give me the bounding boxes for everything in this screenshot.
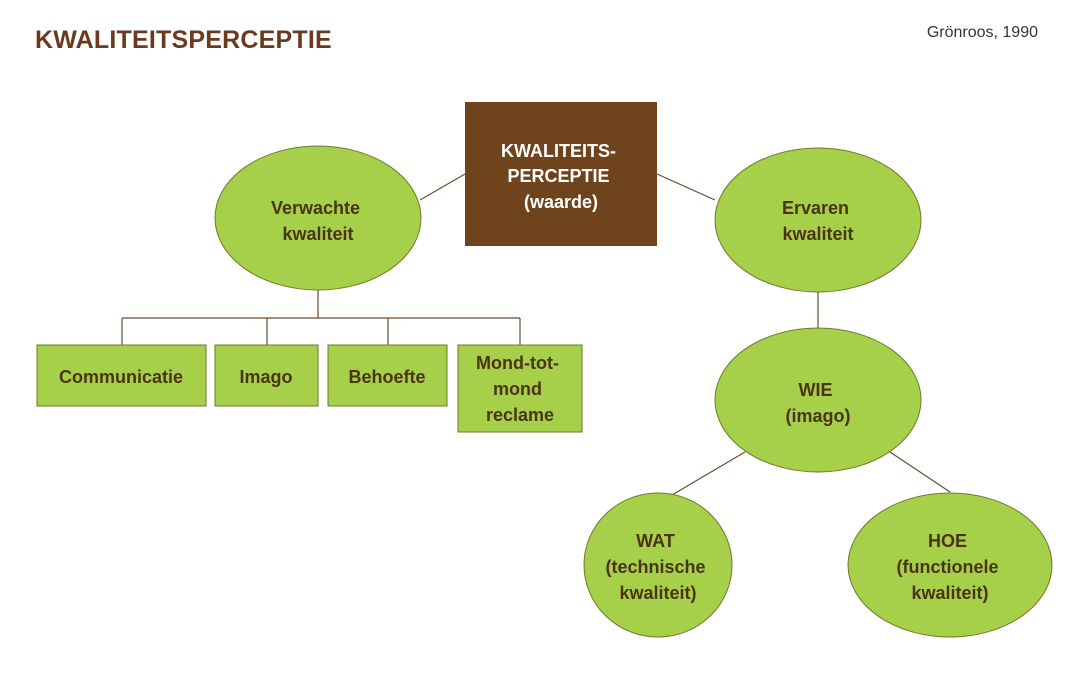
expected-quality-node — [214, 145, 422, 291]
factor-behoefte-label: Behoefte — [348, 367, 425, 387]
factor-communicatie-label: Communicatie — [59, 367, 183, 387]
factor-mond-label: Mond-tot- mond reclame — [476, 353, 564, 425]
connector-center-experienced — [656, 173, 716, 201]
experienced-quality-label: Ervaren kwaliteit — [782, 198, 854, 244]
wie-node — [714, 327, 922, 473]
factor-behoefte-box — [327, 344, 448, 407]
connector-center-expected — [419, 173, 466, 201]
connector-wie-hoe — [889, 451, 951, 493]
page-title: KWALITEITSPERCEPTIE — [35, 26, 332, 54]
wie-label: WIE (imago) — [786, 380, 851, 426]
connector-wie-wat — [671, 451, 746, 496]
factor-communicatie-box — [36, 344, 207, 407]
center-node-label: KWALITEITS- PERCEPTIE (waarde) — [501, 141, 621, 212]
experienced-quality-node — [714, 147, 922, 293]
factor-imago-label: Imago — [239, 367, 292, 387]
factor-imago-box — [214, 344, 319, 407]
factor-mond-box — [457, 344, 583, 433]
center-node-box — [465, 102, 657, 246]
hoe-node — [847, 492, 1053, 638]
wat-label: WAT (technische kwaliteit) — [605, 531, 710, 603]
expected-quality-label: Verwachte kwaliteit — [271, 198, 365, 244]
source-citation: Grönroos, 1990 — [926, 24, 1038, 41]
wat-node — [583, 492, 733, 638]
hoe-label: HOE (functionele kwaliteit) — [896, 531, 1003, 603]
